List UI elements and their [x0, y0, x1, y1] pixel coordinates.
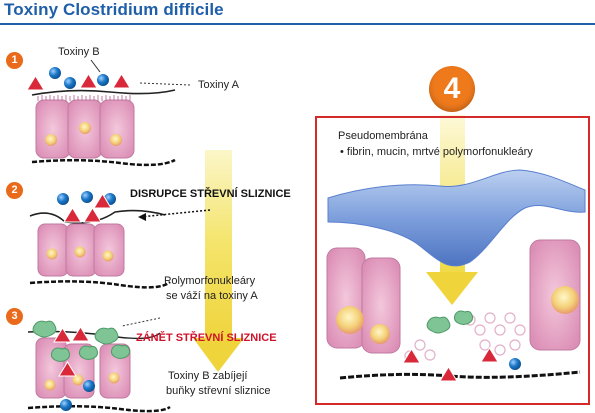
neutrophil-icon	[453, 310, 474, 325]
panel-4-mucosa	[326, 169, 586, 382]
triangle-icon	[53, 327, 72, 343]
triangle-icon	[480, 347, 499, 363]
neutrophil-icon	[110, 344, 131, 359]
label-polymorfo-1: Polymorfonukleáry	[164, 275, 256, 287]
panel-3-mucosa	[27, 317, 171, 413]
circle-icon	[83, 380, 95, 392]
panel-4-frame	[315, 116, 590, 405]
step-1-badge: 1	[6, 52, 23, 69]
label-toxiny-a: Toxiny A	[198, 79, 239, 91]
circle-icon	[57, 193, 69, 205]
circle-icon	[49, 67, 61, 79]
step-2-badge: 2	[6, 182, 23, 199]
circle-icon	[60, 399, 72, 411]
panel-1-mucosa	[26, 59, 191, 167]
flow-arrow-left	[193, 150, 244, 372]
triangle-icon	[402, 348, 421, 364]
triangle-icon	[112, 73, 131, 89]
panel-2-mucosa	[29, 191, 211, 289]
label-disrupce: DISRUPCE STŘEVNÍ SLIZNICE	[130, 188, 291, 200]
label-polymorfo-2: se váží na toxiny A	[166, 290, 258, 302]
circle-icon	[81, 191, 93, 203]
triangle-icon	[83, 207, 102, 223]
neutrophil-icon	[50, 347, 71, 362]
page-title: Toxiny Clostridium difficile	[4, 0, 224, 19]
neutrophil-icon	[32, 320, 57, 338]
circle-icon	[509, 358, 521, 370]
step-4-badge: 4	[429, 66, 475, 112]
triangle-icon	[26, 75, 45, 91]
step-3-badge: 3	[6, 308, 23, 325]
neutrophil-icon	[426, 316, 451, 334]
label-zabijeji-1: Toxiny B zabíjejí	[168, 370, 248, 382]
triangle-icon	[93, 193, 112, 209]
label-pseudo-detail: • fibrin, mucin, mrtvé polymorfonukleáry	[340, 146, 533, 158]
label-zabijeji-2: buňky střevní sliznice	[166, 385, 271, 397]
triangle-icon	[63, 207, 82, 223]
label-zanet: ZÁNĚT STŘEVNÍ SLIZNICE	[136, 332, 277, 344]
triangle-icon	[71, 326, 90, 342]
circle-icon	[97, 74, 109, 86]
label-pseudomembrana: Pseudomembrána	[338, 130, 428, 142]
neutrophil-icon	[94, 327, 119, 345]
triangle-icon	[79, 73, 98, 89]
label-toxiny-b: Toxiny B	[58, 46, 100, 58]
triangle-icon	[439, 366, 458, 382]
circle-icon	[64, 77, 76, 89]
neutrophil-icon	[78, 345, 99, 360]
triangle-icon	[58, 361, 77, 377]
title-underline	[0, 23, 595, 25]
